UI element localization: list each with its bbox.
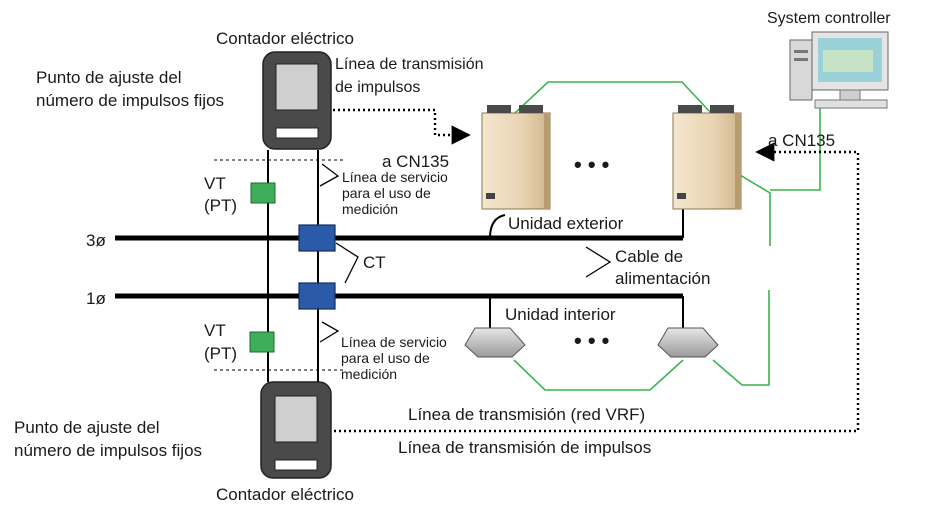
leader-lines xyxy=(319,163,612,343)
outdoor-unit-left xyxy=(481,105,551,210)
vt-bottom-label-2: (PT) xyxy=(204,344,237,363)
vt-block-top xyxy=(250,182,276,204)
ct-block-top xyxy=(298,224,336,252)
ct-block-bottom xyxy=(298,282,336,310)
vt-top-label-2: (PT) xyxy=(204,196,237,215)
meter-bottom-label: Contador eléctrico xyxy=(216,485,354,504)
setpoint-top-label-1: Punto de ajuste del xyxy=(36,68,182,87)
three-phase-label: 3ø xyxy=(86,231,106,250)
pulse-line-top-label-1: Línea de transmisión xyxy=(335,56,484,73)
setpoint-top-label-2: número de impulsos fijos xyxy=(36,91,224,110)
meter-top-label: Contador eléctrico xyxy=(216,29,354,48)
ct-label: CT xyxy=(363,253,386,272)
cn135-right-label: a CN135 xyxy=(768,131,835,150)
vt-block-bottom xyxy=(249,331,275,353)
outdoor-unit-right xyxy=(672,105,742,210)
system-controller-pc xyxy=(789,31,889,109)
indoor-unit-left xyxy=(464,327,526,358)
setpoint-bottom-label-1: Punto de ajuste del xyxy=(14,418,160,437)
single-phase-label: 1ø xyxy=(86,289,106,308)
pulse-line-top-label-2: de impulsos xyxy=(335,79,420,96)
outdoor-unit-label: Unidad exterior xyxy=(508,214,624,233)
vrf-transmission-line xyxy=(513,81,821,391)
power-cable-label-2: alimentación xyxy=(615,269,710,288)
outdoor-ellipsis: • • • xyxy=(574,152,609,177)
service-line-bottom-label-1: Línea de servicio xyxy=(341,334,447,350)
service-line-bottom-label-3: medición xyxy=(341,366,397,382)
indoor-unit-label: Unidad interior xyxy=(505,305,616,324)
indoor-unit-right xyxy=(657,327,719,358)
service-line-bottom-label-2: para el uso de xyxy=(341,350,430,366)
system-controller-label: System controller xyxy=(767,10,891,27)
cn135-left-label: a CN135 xyxy=(382,152,449,171)
electric-meter-bottom xyxy=(260,381,332,479)
vt-top-label-1: VT xyxy=(204,174,226,193)
indoor-ellipsis: • • • xyxy=(574,328,609,353)
setpoint-bottom-label-2: número de impulsos fijos xyxy=(14,441,202,460)
vrf-transmission-label: Línea de transmisión (red VRF) xyxy=(408,405,645,424)
pulse-line-bottom-label: Línea de transmisión de impulsos xyxy=(398,438,651,457)
service-line-top-label-1: Línea de servicio xyxy=(342,169,448,185)
vt-bottom-label-1: VT xyxy=(204,321,226,340)
service-line-top-label-2: para el uso de xyxy=(342,185,431,201)
pulse-lines xyxy=(333,108,860,433)
service-line-top-label-3: medición xyxy=(342,201,398,217)
power-cable-label-1: Cable de xyxy=(615,247,683,266)
electric-meter-top xyxy=(262,51,332,150)
